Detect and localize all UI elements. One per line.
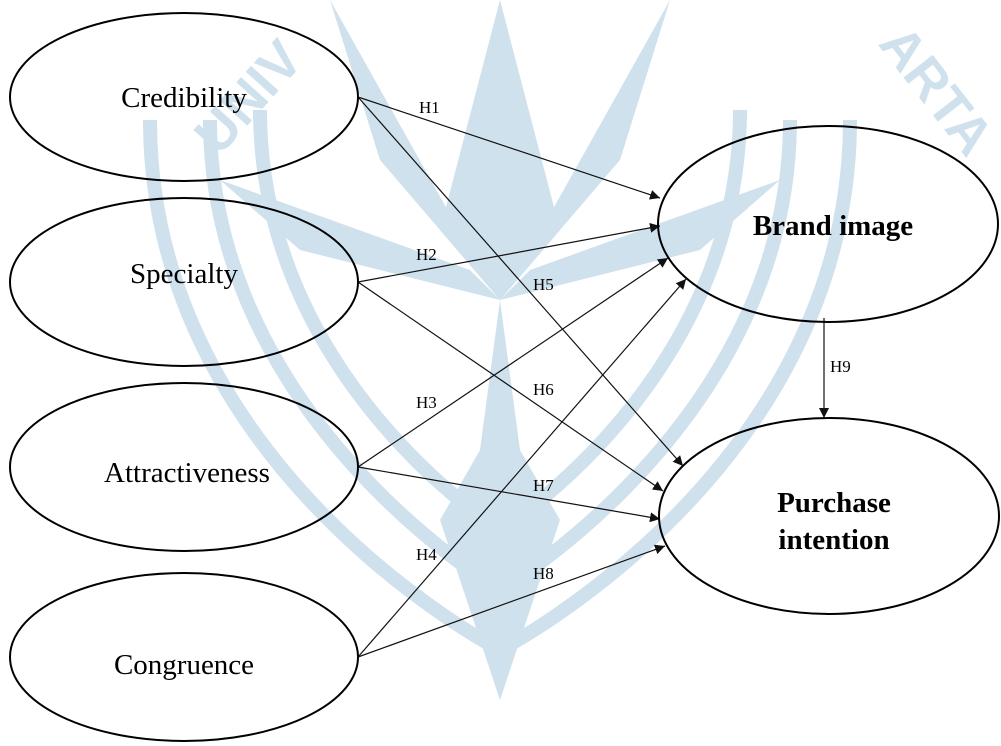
node-brand-image xyxy=(657,125,999,323)
label-h5: H5 xyxy=(533,275,554,294)
node-purchase-intention-label-line1: Purchase xyxy=(777,487,891,519)
university-seal-watermark: UNIV ARTA xyxy=(143,0,1001,700)
node-attractiveness-label: Attractiveness xyxy=(104,457,270,489)
node-attractiveness xyxy=(9,382,359,552)
edge-h3 xyxy=(357,257,669,468)
node-purchase-intention-label-line2: intention xyxy=(778,524,889,556)
node-brand-image-label: Brand image xyxy=(753,210,913,242)
label-h6: H6 xyxy=(533,380,554,399)
edge-h2 xyxy=(357,222,661,283)
edge-h5 xyxy=(357,96,684,467)
edge-h4 xyxy=(357,278,687,658)
node-specialty xyxy=(9,197,359,367)
label-h7: H7 xyxy=(533,476,554,495)
node-congruence-label: Congruence xyxy=(114,649,254,681)
label-h8: H8 xyxy=(533,564,554,583)
edge-h6 xyxy=(357,281,664,492)
watermark-text-right: ARTA xyxy=(868,14,1001,166)
label-h3: H3 xyxy=(416,393,437,412)
edge-h7 xyxy=(357,466,661,523)
node-congruence xyxy=(9,572,359,742)
label-h4: H4 xyxy=(416,545,437,564)
node-credibility-label: Credibility xyxy=(121,82,247,114)
node-credibility xyxy=(9,12,359,182)
label-h2: H2 xyxy=(416,245,437,264)
label-h9: H9 xyxy=(830,357,851,376)
edge-h1 xyxy=(357,96,661,200)
label-h1: H1 xyxy=(419,98,440,117)
edge-h8 xyxy=(357,544,666,658)
node-purchase-intention xyxy=(658,417,1000,615)
node-specialty-label: Specialty xyxy=(130,258,238,290)
